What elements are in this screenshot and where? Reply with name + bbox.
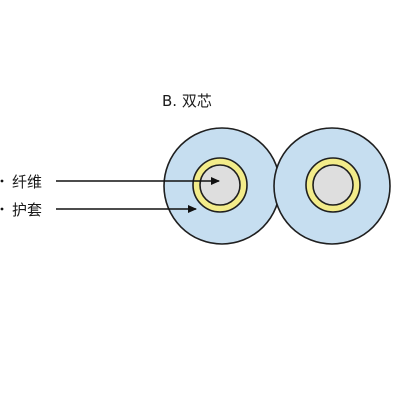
right-cable bbox=[273, 127, 391, 245]
fiber-callout: 纤维 bbox=[0, 173, 220, 191]
sheath-bullet bbox=[0, 207, 4, 211]
diagram-title: B. 双芯 bbox=[162, 92, 212, 110]
sheath-label: 护套 bbox=[12, 201, 42, 219]
left-fiber-core bbox=[199, 164, 241, 206]
fiber-label: 纤维 bbox=[12, 173, 42, 191]
sheath-callout: 护套 bbox=[0, 201, 197, 219]
fiber-bullet bbox=[0, 179, 4, 183]
left-cable bbox=[163, 127, 281, 245]
right-fiber-core bbox=[312, 164, 354, 206]
